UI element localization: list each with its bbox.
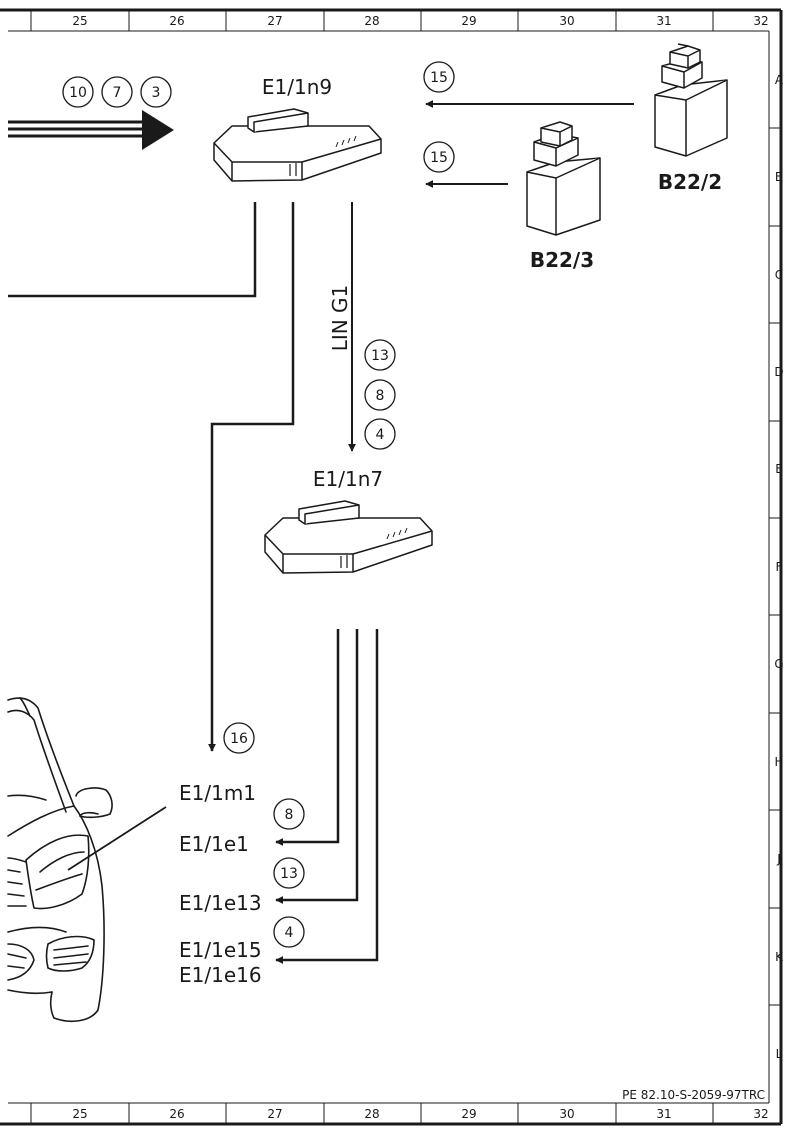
svg-text:10: 10	[69, 85, 87, 101]
input-bus-arrow	[8, 110, 174, 150]
output-label-e1-1e15: E1/1e15	[179, 938, 262, 962]
column-ruler-top: 25 26 27 28 29 30 31 32	[30, 10, 769, 31]
wire-to-left	[8, 202, 257, 298]
signal-number-circle: 3	[140, 76, 172, 108]
row-label: E	[775, 462, 783, 476]
col-label-top: 30	[559, 14, 574, 28]
col-label-top: 26	[169, 14, 184, 28]
document-code: PE 82.10-S-2059-97TRC	[622, 1088, 765, 1102]
col-label-top: 27	[267, 14, 282, 28]
svg-text:13: 13	[280, 866, 298, 882]
leader-line-e1-1m1	[67, 806, 167, 871]
svg-text:15: 15	[430, 150, 448, 166]
row-label: B	[775, 170, 783, 184]
drawing-frame	[0, 8, 783, 1126]
col-label-bottom: 27	[267, 1107, 282, 1121]
signal-number-circle: 16	[223, 722, 255, 754]
wire-to-e1-1e13	[275, 629, 359, 904]
signal-number-circle: 4	[364, 418, 396, 450]
vehicle-front-icon	[7, 697, 113, 1023]
svg-text:8: 8	[376, 388, 385, 404]
col-label-bottom: 32	[753, 1107, 768, 1121]
col-label-bottom: 31	[656, 1107, 671, 1121]
row-label: C	[775, 268, 783, 282]
svg-text:8: 8	[285, 807, 294, 823]
col-label-top: 28	[364, 14, 379, 28]
wire-to-motor	[208, 202, 295, 752]
svg-text:4: 4	[376, 427, 385, 443]
row-label: A	[775, 73, 784, 87]
component-label-e1-1n7: E1/1n7	[313, 467, 383, 491]
sensor-b22-3-icon	[526, 121, 601, 236]
sensor-b22-2-icon	[654, 43, 728, 157]
signal-number-circle: 4	[273, 916, 305, 948]
svg-text:15: 15	[430, 70, 448, 86]
output-label-e1-1e13: E1/1e13	[179, 891, 262, 915]
component-label-e1-1n9: E1/1n9	[262, 75, 332, 99]
bus-label-lin-g1: LIN G1	[328, 285, 352, 352]
component-label-b22-3: B22/3	[530, 248, 594, 272]
signal-number-circle: 15	[423, 141, 455, 173]
output-label-e1-1m1: E1/1m1	[179, 781, 256, 805]
row-label: G	[774, 657, 783, 671]
svg-text:16: 16	[230, 731, 248, 747]
row-label: F	[776, 560, 783, 574]
signal-number-circle: 13	[364, 339, 396, 371]
svg-text:4: 4	[285, 925, 294, 941]
signal-number-circle: 8	[364, 379, 396, 411]
col-label-bottom: 29	[461, 1107, 476, 1121]
svg-text:7: 7	[113, 85, 122, 101]
control-unit-e1-1n7-icon	[264, 500, 433, 574]
row-ruler-right: A B C D E F G H J K L	[769, 73, 784, 1061]
row-label: J	[776, 852, 781, 866]
column-ruler-bottom: 25 26 27 28 29 30 31 32	[30, 1103, 769, 1124]
row-label: D	[774, 365, 783, 379]
col-label-top: 32	[753, 14, 768, 28]
col-label-bottom: 26	[169, 1107, 184, 1121]
svg-text:3: 3	[152, 85, 161, 101]
signal-number-circle: 13	[273, 857, 305, 889]
col-label-top: 25	[72, 14, 87, 28]
svg-text:13: 13	[371, 348, 389, 364]
col-label-top: 31	[656, 14, 671, 28]
component-label-b22-2: B22/2	[658, 170, 722, 194]
signal-number-circle: 10	[62, 76, 94, 108]
signal-number-circle: 15	[423, 61, 455, 93]
output-label-e1-1e16: E1/1e16	[179, 963, 262, 987]
row-label: L	[776, 1047, 783, 1061]
wire-to-e1-1e15	[275, 629, 379, 964]
col-label-top: 29	[461, 14, 476, 28]
output-label-e1-1e1: E1/1e1	[179, 832, 249, 856]
row-label: K	[775, 950, 784, 964]
col-label-bottom: 28	[364, 1107, 379, 1121]
row-label: H	[774, 755, 783, 769]
signal-number-circle: 8	[273, 798, 305, 830]
wire-to-e1-1e1	[275, 629, 340, 846]
signal-number-circle: 7	[101, 76, 133, 108]
col-label-bottom: 30	[559, 1107, 574, 1121]
control-unit-e1-1n9-icon	[213, 108, 382, 182]
col-label-bottom: 25	[72, 1107, 87, 1121]
